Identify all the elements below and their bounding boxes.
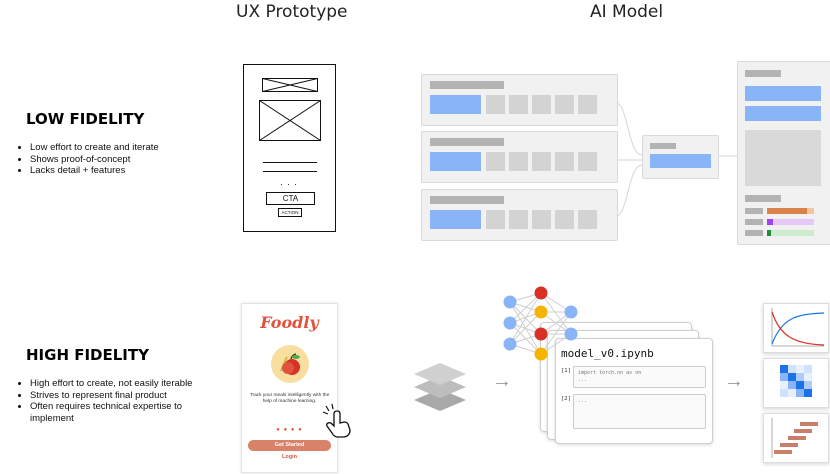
model-input-block [421, 131, 618, 183]
app-logo: Foodly [260, 313, 319, 332]
cell-label: [2] [561, 396, 571, 402]
bullet: Often requires technical expertise to im… [30, 401, 202, 424]
wireframe-pagination-dots: . . . [280, 177, 298, 187]
low-fidelity-bullets: Low effort to create and iterate Shows p… [18, 142, 210, 177]
get-started-button[interactable]: Get Started [248, 440, 331, 451]
model-merge-block [642, 135, 719, 179]
gantt-icon [771, 418, 818, 458]
block-label-bar [650, 143, 676, 149]
model-input-block [421, 74, 618, 126]
bullet: Low effort to create and iterate [30, 142, 210, 154]
ai-model-title: AI Model [590, 2, 664, 22]
model-output-panel [737, 61, 830, 245]
heatmap-thumbnail [763, 358, 829, 408]
notebook-title: model_v0.ipynb [561, 347, 654, 360]
wireframe-cta-button[interactable]: CTA [266, 192, 315, 205]
login-link[interactable]: Login [282, 454, 297, 460]
wireframe-action-link[interactable]: ACTION [278, 208, 302, 217]
neural-network-icon [503, 286, 578, 361]
notebook-card: model_v0.ipynb [1] import torch.nn as nn… [555, 338, 713, 444]
cell-code: import torch.nn as nn [578, 370, 642, 376]
arrow-right: → [724, 370, 744, 392]
apple-icon [271, 345, 309, 383]
layers-icon [414, 363, 466, 411]
bullet: High effort to create, not easily iterab… [30, 378, 202, 390]
pagination-dots: ● ● ● ● [276, 427, 303, 433]
wireframe-header-image [262, 78, 318, 92]
low-fidelity-title: LOW FIDELITY [26, 110, 145, 128]
cell-label: [1] [561, 368, 571, 374]
line-chart-thumbnail [763, 303, 829, 353]
code-cell-1[interactable]: import torch.nn as nn ... [573, 366, 706, 388]
bullet: Lacks detail + features [30, 165, 210, 177]
high-fidelity-bullets: High effort to create, not easily iterab… [18, 378, 202, 424]
heatmap-icon [780, 365, 812, 397]
block-blue-bar [430, 152, 481, 171]
ux-prototype-title: UX Prototype [236, 2, 348, 22]
wireframe-image-placeholder [259, 100, 321, 141]
app-mockup-phone: Foodly Track your meals intelligently wi… [241, 303, 338, 473]
wireframe-text-line [263, 171, 317, 172]
model-input-block [421, 189, 618, 241]
hand-pointer-icon [322, 403, 351, 438]
cell-code: ... [578, 377, 588, 383]
app-tagline: Track your meals intelligently with the … [249, 393, 330, 404]
arrow-left: → [492, 370, 512, 392]
line-chart-icon [771, 308, 825, 347]
block-blue-bar [430, 95, 481, 114]
cell-code: ... [578, 398, 588, 404]
wireframe-phone: . . . CTA ACTION [243, 64, 336, 232]
block-label-bar [430, 81, 504, 89]
bullet: Strives to represent final product [30, 390, 202, 402]
block-blue-bar [650, 154, 711, 168]
block-label-bar [430, 196, 504, 204]
high-fidelity-title: HIGH FIDELITY [26, 346, 149, 364]
bullet: Shows proof-of-concept [30, 154, 210, 166]
wireframe-text-line [263, 162, 317, 163]
code-cell-2[interactable]: ... [573, 394, 706, 429]
gantt-thumbnail [763, 413, 829, 463]
block-label-bar [430, 138, 504, 146]
block-blue-bar [430, 210, 481, 229]
